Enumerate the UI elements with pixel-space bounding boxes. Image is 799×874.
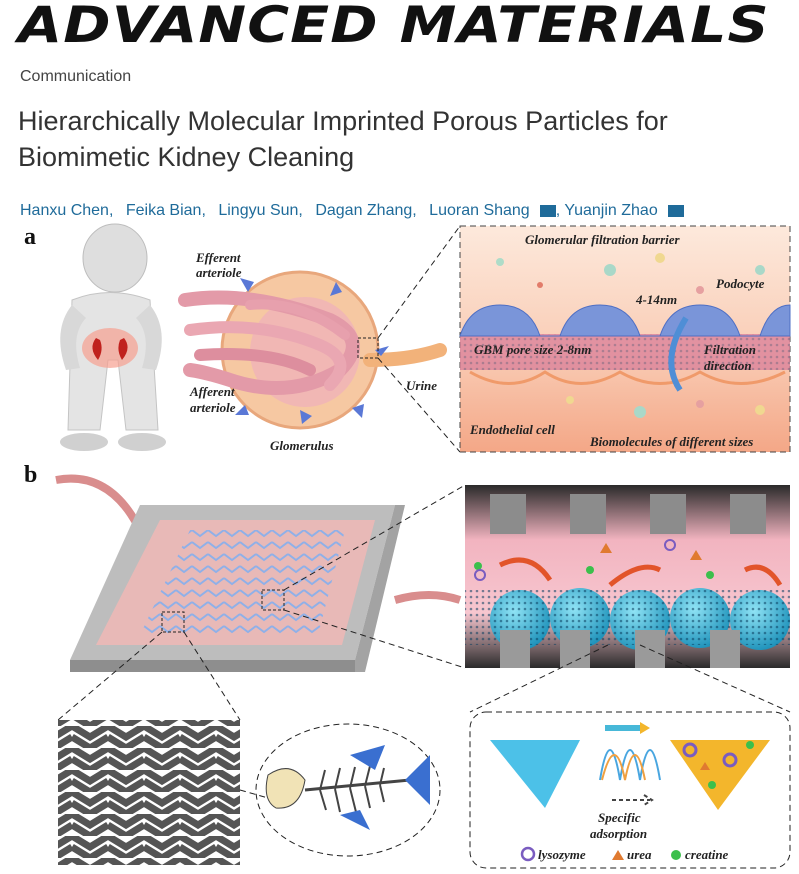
afferent-label: arteriole — [190, 400, 236, 415]
urine-label: Urine — [406, 378, 437, 393]
zigzag-pattern — [58, 720, 240, 865]
panel-a-label: a — [24, 224, 36, 250]
article-title: Hierarchically Molecular Imprinted Porou… — [18, 106, 668, 172]
specific-label: Specific — [598, 810, 641, 825]
podocyte-label: Podocyte — [716, 276, 765, 291]
adsorption-inset — [469, 711, 791, 869]
author-link[interactable]: Hanxu Chen, — [20, 202, 114, 219]
author-list: Hanxu Chen, Feika Bian, Lingyu Sun, Daga… — [20, 202, 684, 220]
article-type: Communication — [20, 68, 132, 85]
email-icon[interactable] — [539, 204, 556, 217]
email-icon[interactable] — [667, 204, 684, 217]
channel-crosssection-inset — [465, 485, 790, 668]
biomolecules-label: Biomolecules of different sizes — [589, 434, 753, 449]
specific-label: adsorption — [590, 826, 647, 841]
efferent-label: arteriole — [196, 265, 242, 280]
author-link[interactable]: Dagan Zhang, — [315, 202, 417, 219]
author-link[interactable]: Luoran Shang — [429, 202, 530, 219]
fish-bone-illustration — [239, 723, 441, 857]
afferent-label: Afferent — [189, 384, 235, 399]
gbm-label: GBM pore size 2-8nm — [474, 342, 591, 357]
legend-creatine: creatine — [685, 847, 729, 862]
author-link[interactable]: Yuanjin Zhao — [564, 202, 658, 219]
author-link[interactable]: Feika Bian, — [125, 202, 206, 219]
glomerulus-illustration — [178, 270, 447, 430]
human-figure-icon — [60, 223, 166, 451]
glomerulus-label: Glomerulus — [270, 438, 334, 453]
gap-label: 4-14nm — [635, 292, 677, 307]
panel-b-label: b — [24, 462, 38, 488]
endothelial-label: Endothelial cell — [469, 422, 555, 437]
author-link[interactable]: Lingyu Sun, — [218, 202, 303, 219]
efferent-label: Efferent — [195, 250, 241, 265]
legend-urea: urea — [627, 847, 652, 862]
filtration-label: Filtration — [703, 342, 756, 357]
barrier-title: Glomerular filtration barrier — [525, 232, 681, 247]
journal-name: ADVANCED MATERIALS — [18, 0, 770, 54]
filtration-barrier-inset — [459, 225, 791, 453]
legend-lysozyme: lysozyme — [538, 847, 586, 862]
filtration-label: direction — [704, 358, 752, 373]
microfluidic-chip-illustration — [55, 474, 462, 672]
